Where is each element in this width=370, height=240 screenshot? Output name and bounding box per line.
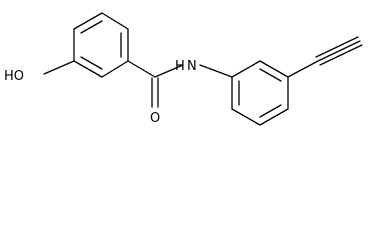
atom-labels: HO H N O <box>4 59 197 126</box>
bond-ring1 <box>73 12 103 30</box>
bond-c-n <box>154 64 184 78</box>
bond-ring2-double <box>259 68 282 82</box>
bond-ring1 <box>73 60 103 78</box>
bond-ring1-double <box>80 20 103 34</box>
molecule-structure-diagram: HO H N O <box>4 12 363 126</box>
bond-ring-alkyne <box>287 60 319 78</box>
bond-c-oh <box>43 60 75 75</box>
bond-ring1-double <box>80 56 103 70</box>
molecule-svg: HO H N O <box>4 12 363 126</box>
hydroxyl-label: HO <box>4 69 24 84</box>
bond-n-ring <box>199 64 233 78</box>
bond-ring2 <box>259 60 289 78</box>
bond-ring2-double <box>259 104 282 118</box>
bond-ring1 <box>101 60 129 78</box>
bond-triple <box>319 44 363 66</box>
bond-ring-carbonyl <box>127 60 156 78</box>
amide-hydrogen-label: H <box>175 59 185 74</box>
bond-triple <box>315 36 359 58</box>
carbonyl-oxygen-label: O <box>150 111 160 126</box>
bond-ring2 <box>231 108 261 126</box>
bond-ring1 <box>101 12 129 30</box>
amide-nitrogen-label: N <box>187 59 197 74</box>
bond-triple <box>317 40 361 62</box>
bond-lines <box>43 12 363 126</box>
bond-ring2 <box>231 60 261 78</box>
bond-ring2 <box>259 108 289 126</box>
